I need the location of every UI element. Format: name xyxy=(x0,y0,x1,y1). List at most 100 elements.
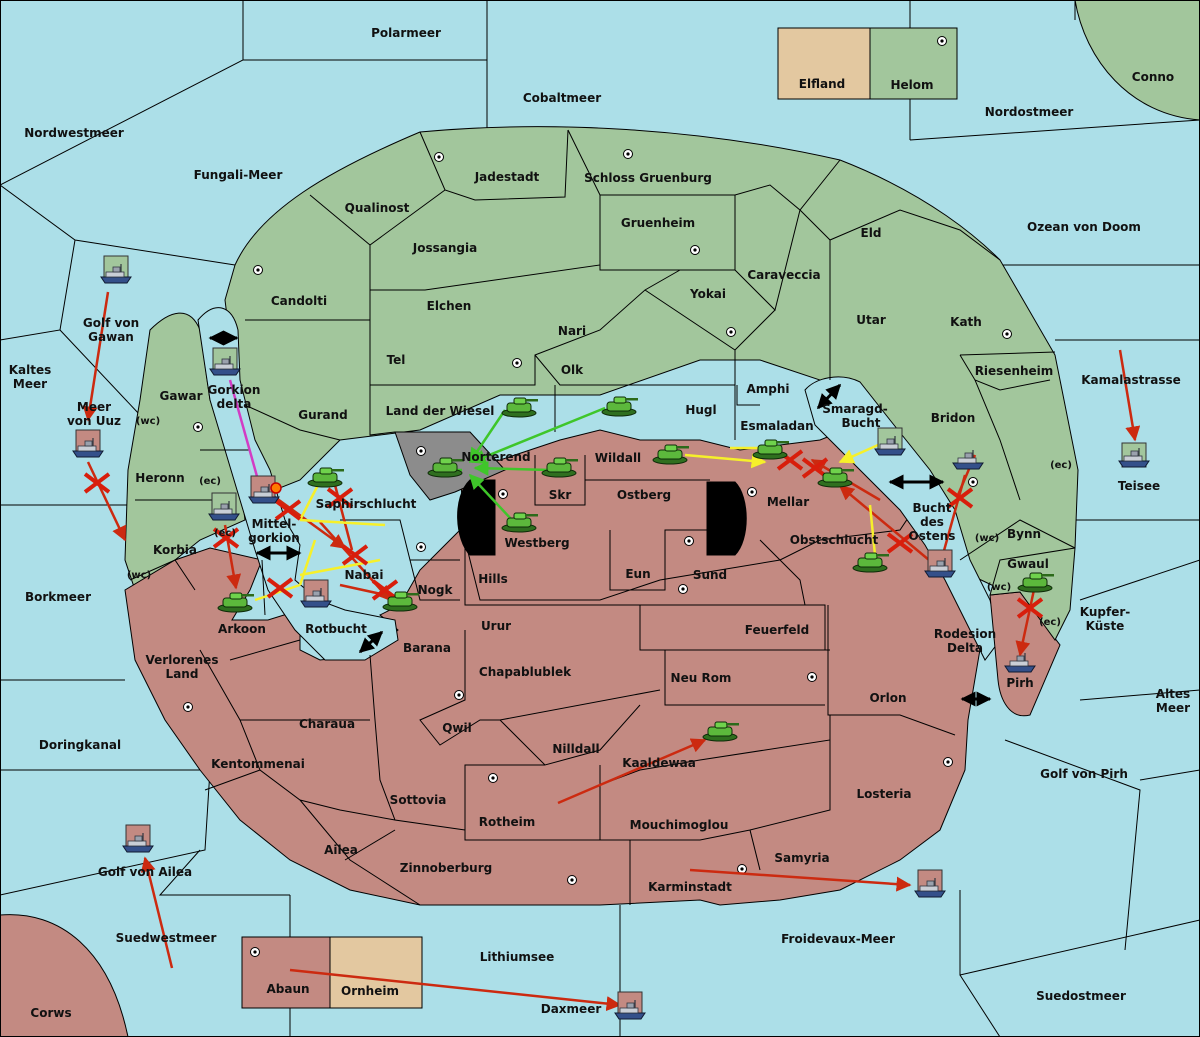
sea-label: Polarmeer xyxy=(371,26,441,40)
province-label: Neu Rom xyxy=(671,671,732,685)
sea-label: Golf von Pirh xyxy=(1040,767,1128,781)
province-label: Gurand xyxy=(298,408,348,422)
province-label: Orlon xyxy=(869,691,906,705)
province-label: Kath xyxy=(950,315,982,329)
province-label: Land xyxy=(166,667,199,681)
elfland-territory xyxy=(777,27,871,100)
coast-label: (wc) xyxy=(127,570,151,581)
sea-label: Daxmeer xyxy=(541,1002,602,1016)
province-label: Verlorenes xyxy=(146,653,219,667)
province-label: Tel xyxy=(387,353,406,367)
coast-label: (ec) xyxy=(1039,617,1061,628)
sea-label: Borkmeer xyxy=(25,590,91,604)
sea-label: Kamalastrasse xyxy=(1081,373,1181,387)
province-label: Feuerfeld xyxy=(745,623,810,637)
sea-label: Doringkanal xyxy=(39,738,121,752)
province-label: Sund xyxy=(693,568,727,582)
sea-label: Golf von xyxy=(83,316,139,330)
province-label: Pirh xyxy=(1006,676,1033,690)
order-line-magenta xyxy=(228,379,260,481)
province-label: Bridon xyxy=(931,411,976,425)
province-label: Ostberg xyxy=(617,488,671,502)
province-label: Jadestadt xyxy=(474,170,540,184)
province-label: Eld xyxy=(861,226,882,240)
sea-label: Suedwestmeer xyxy=(116,931,217,945)
province-label: Bynn xyxy=(1007,527,1041,541)
province-label: Mouchimoglou xyxy=(630,818,729,832)
province-label: Chapablublek xyxy=(479,665,572,679)
province-label: Qwil xyxy=(442,721,472,735)
coast-label: (ec) xyxy=(1050,460,1072,471)
coast-label: (wc) xyxy=(136,416,160,427)
corws-territory xyxy=(0,914,129,1037)
sea-label: Meer xyxy=(77,400,111,414)
sea-label: Gorkion xyxy=(208,383,261,397)
province-label: Ailea xyxy=(324,843,358,857)
province-label: Sottovia xyxy=(390,793,447,807)
province-label: Nabai xyxy=(345,568,384,582)
province-label: Mittel- xyxy=(252,517,297,531)
province-label: Kentommenai xyxy=(211,757,305,771)
province-label: Schloss Gruenburg xyxy=(584,171,712,185)
sea-label: Gawan xyxy=(88,330,134,344)
sea-label: Rotbucht xyxy=(305,622,367,636)
sea-label: Rodesion xyxy=(934,627,996,641)
sea-label: Nordostmeer xyxy=(985,105,1074,119)
sea-label: delta xyxy=(217,397,252,411)
sea-labels: Polarmeer Cobaltmeer Nordwestmeer Fungal… xyxy=(9,26,1190,1016)
sea-label: Ozean von Doom xyxy=(1027,220,1141,234)
province-label: Qualinost xyxy=(345,201,410,215)
province-label: Karminstadt xyxy=(648,880,732,894)
province-label: Amphi xyxy=(746,382,789,396)
province-label: Saphirschlucht xyxy=(316,497,417,511)
black-impassable-west xyxy=(457,479,496,556)
province-label: Obstschlucht xyxy=(790,533,879,547)
province-label: Westberg xyxy=(504,536,569,550)
sea-label: von Uuz xyxy=(67,414,121,428)
coast-label: (ec) xyxy=(199,476,221,487)
coast-label: (ec) xyxy=(214,528,236,539)
explosion-icon xyxy=(270,482,282,494)
province-label: Corws xyxy=(30,1006,71,1020)
province-label: Abaun xyxy=(266,982,309,996)
province-label: Norterend xyxy=(461,450,530,464)
province-label: Kaaldewaa xyxy=(622,756,696,770)
conno-territory xyxy=(1074,0,1200,121)
province-label: Teisee xyxy=(1118,479,1160,493)
sea-label: Golf von Ailea xyxy=(98,865,192,879)
sea-label: Cobaltmeer xyxy=(523,91,601,105)
province-label: Gawar xyxy=(159,389,202,403)
province-label: Charaua xyxy=(299,717,355,731)
black-impassable-east xyxy=(706,481,747,556)
province-label: Candolti xyxy=(271,294,327,308)
province-label: Caraveccia xyxy=(747,268,820,282)
province-label: Riesenheim xyxy=(975,364,1054,378)
province-borders xyxy=(129,129,1076,906)
province-label: Hills xyxy=(478,572,508,586)
sea-label: Altes xyxy=(1156,687,1190,701)
province-label: Helom xyxy=(890,78,933,92)
province-label: Ornheim xyxy=(341,984,399,998)
province-label: Utar xyxy=(856,313,886,327)
sea-label: Smaragd- xyxy=(822,402,887,416)
province-label: Elchen xyxy=(427,299,472,313)
smaragd-bucht-sea xyxy=(804,376,1001,661)
province-label: Urur xyxy=(481,619,511,633)
sea-label: Küste xyxy=(1086,619,1125,633)
province-label: Nilldall xyxy=(552,742,599,756)
province-label: Conno xyxy=(1132,70,1174,84)
province-label: Samyria xyxy=(774,851,829,865)
sea-label: Suedostmeer xyxy=(1036,989,1126,1003)
province-label: Yokai xyxy=(689,287,726,301)
province-label: Heronn xyxy=(135,471,184,485)
province-label: Nogk xyxy=(418,583,454,597)
province-label: Wildall xyxy=(595,451,641,465)
sea-label: Delta xyxy=(947,641,983,655)
sea-label: Meer xyxy=(13,377,47,391)
sea-label: Lithiumsee xyxy=(480,950,555,964)
province-label: Gruenheim xyxy=(621,216,695,230)
sea-label: Kupfer- xyxy=(1080,605,1130,619)
land-labels: Elfland Helom Conno Jadestadt Schloss Gr… xyxy=(30,70,1174,1020)
sea-label: Kaltes xyxy=(9,363,52,377)
